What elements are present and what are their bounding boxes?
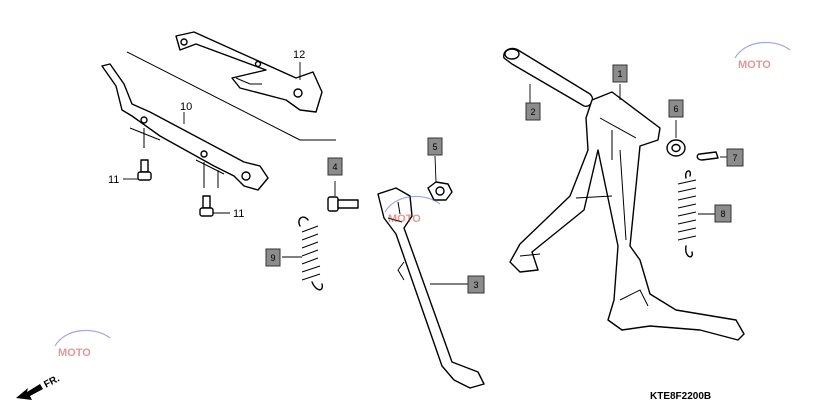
watermark-logo-icon: MOTO — [384, 195, 441, 225]
svg-text:8: 8 — [720, 209, 725, 219]
footrest-bracket-12 — [126, 31, 336, 141]
side-stand-nut-5 — [427, 155, 453, 201]
svg-text:1: 1 — [617, 69, 622, 79]
svg-text:2: 2 — [530, 107, 535, 117]
side-stand-spring-9 — [282, 216, 324, 291]
main-stand-spring-8 — [677, 170, 715, 258]
front-direction-arrow-icon: FR. — [16, 373, 62, 400]
callout-4: 4 — [327, 157, 343, 176]
callout-11-upper-label: 11 — [108, 174, 119, 186]
side-stand-pivot-bolt-4 — [327, 181, 359, 212]
bolt-11-upper — [123, 159, 152, 181]
callout-11-lower-label: 11 — [233, 208, 244, 220]
svg-text:MOTO: MOTO — [58, 347, 91, 359]
svg-text:5: 5 — [432, 142, 437, 152]
svg-text:9: 9 — [270, 253, 275, 263]
bolt-11-lower — [199, 195, 230, 217]
side-stand-3 — [377, 187, 485, 389]
callout-1: 1 — [612, 64, 628, 83]
callout-8: 8 — [714, 204, 732, 223]
svg-text:MOTO: MOTO — [738, 59, 771, 71]
svg-text:MOTO: MOTO — [388, 213, 421, 225]
drawing-code: KTE8F2200B — [650, 391, 711, 402]
svg-text:3: 3 — [473, 280, 478, 290]
watermark-logo-icon: MOTO — [734, 41, 791, 71]
callout-7: 7 — [726, 148, 744, 167]
callout-12-label: 12 — [293, 49, 305, 61]
watermark-logo-icon: MOTO — [54, 329, 111, 359]
svg-text:4: 4 — [332, 162, 337, 172]
callout-2: 2 — [525, 102, 541, 121]
callout-3: 3 — [467, 275, 485, 294]
washer-6 — [666, 120, 686, 157]
callout-5: 5 — [427, 137, 443, 156]
callout-9: 9 — [265, 248, 281, 267]
footrest-bracket-10 — [101, 63, 269, 191]
svg-text:6: 6 — [673, 104, 678, 114]
callout-6: 6 — [668, 99, 684, 118]
main-stand-shaft-2 — [503, 47, 594, 107]
front-arrow-label: FR. — [42, 373, 62, 390]
svg-text:7: 7 — [732, 153, 737, 163]
callout-10-label: 10 — [180, 101, 192, 113]
main-stand-1 — [509, 84, 745, 341]
cotter-pin-7 — [696, 151, 727, 161]
